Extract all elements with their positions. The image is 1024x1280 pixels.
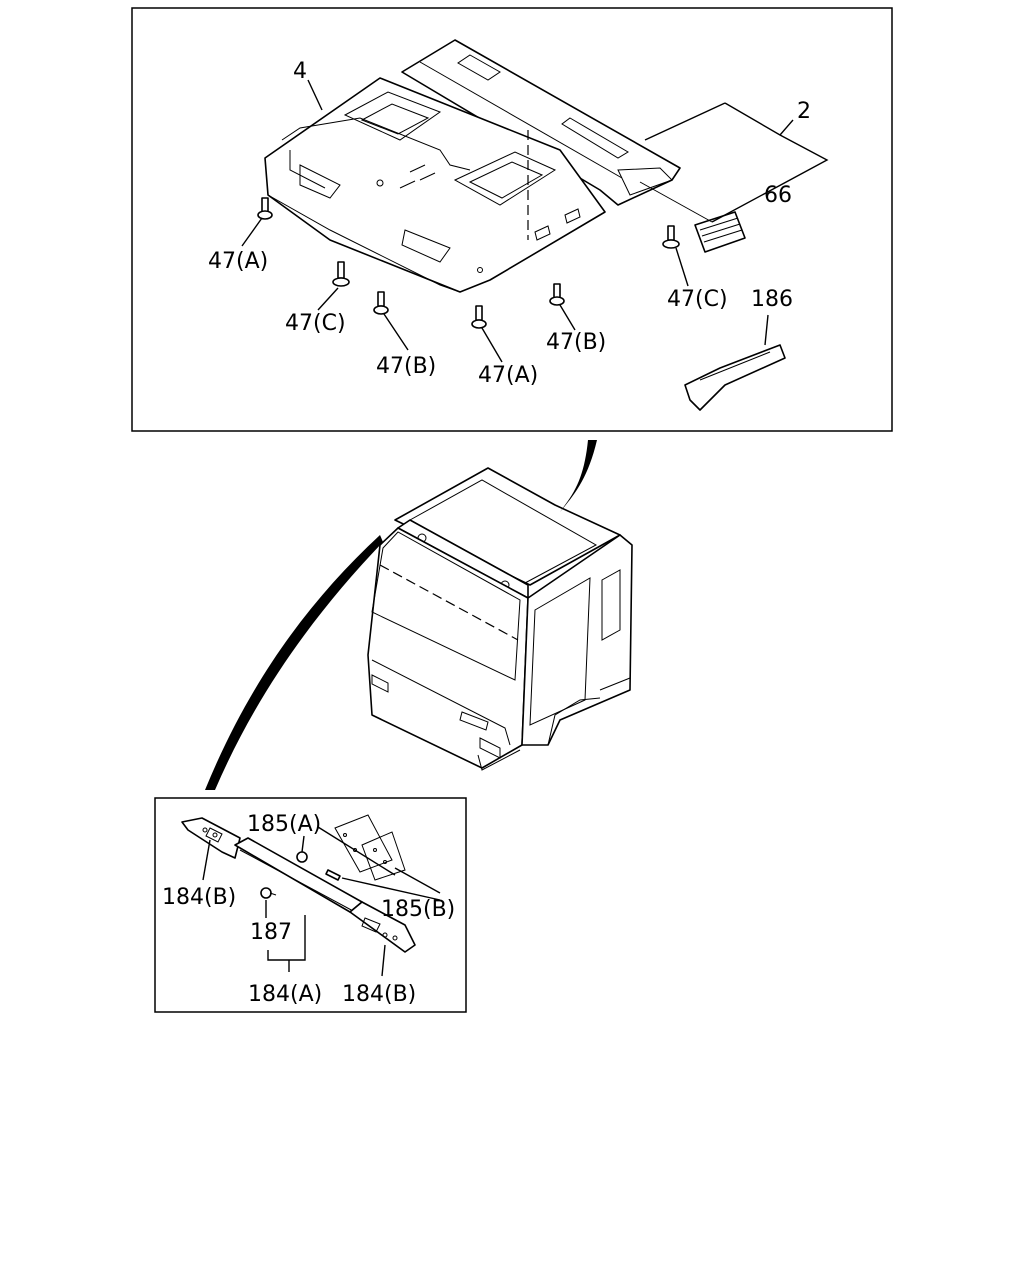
leader-47b-left (383, 313, 409, 351)
screw-47c-right (662, 225, 680, 249)
label-47b-left: 47(B) (376, 354, 436, 379)
label-47c-right: 47(C) (667, 287, 728, 312)
label-47a-left: 47(A) (208, 249, 268, 274)
leader-184b-right (381, 944, 386, 977)
label-2: 2 (797, 99, 811, 124)
callout-arrow-bottom (205, 535, 383, 790)
roof-panel-2 (401, 39, 681, 206)
label-184a: 184(A) (248, 982, 322, 1007)
leader-66-vent (639, 181, 713, 223)
label-186: 186 (751, 287, 793, 312)
screw-47a-bottom (471, 305, 487, 329)
leader-2-tick (779, 119, 794, 136)
trim-186 (684, 344, 786, 411)
trim-detail-frame (154, 797, 467, 1013)
leader-47c-left (317, 287, 339, 311)
leader-185a-b (317, 826, 396, 876)
truck-cab (367, 467, 633, 771)
clip-187 (260, 887, 277, 899)
leader-2-panel (644, 102, 726, 141)
screw-47c-left (332, 261, 350, 287)
label-47c-left: 47(C) (285, 311, 346, 336)
bracket-185 (334, 814, 406, 881)
leader-47b-right (559, 304, 576, 331)
leader-185a (301, 835, 305, 853)
nut-185a (296, 851, 308, 863)
label-47b-right: 47(B) (546, 330, 606, 355)
label-185b: 185(B) (381, 897, 455, 922)
callout-arrow-top (560, 440, 597, 512)
leader-47a-left (241, 217, 263, 247)
label-184b-right: 184(B) (342, 982, 416, 1007)
roof-liner-4 (264, 77, 606, 293)
leader-4 (307, 79, 323, 111)
label-66: 66 (764, 183, 792, 208)
bolt-185b (325, 869, 341, 881)
label-187: 187 (250, 920, 292, 945)
leader-47a-bottom (481, 327, 503, 363)
label-4: 4 (293, 59, 307, 84)
leader-2-66 (711, 102, 829, 223)
leader-47c-right (675, 247, 689, 287)
label-184b-left: 184(B) (162, 885, 236, 910)
leader-184b-left (202, 839, 211, 881)
leader-185b-b (394, 867, 441, 894)
roof-trim-184 (181, 817, 416, 953)
screw-47b-left (373, 291, 389, 315)
screw-47b-right (549, 283, 565, 306)
leader-185b (341, 877, 441, 901)
label-185a: 185(A) (247, 812, 321, 837)
leader-186 (764, 314, 769, 346)
roof-detail-frame (131, 7, 893, 432)
screw-47a-left (257, 197, 273, 220)
label-47a-bottom: 47(A) (478, 363, 538, 388)
leader-184a (267, 915, 306, 972)
